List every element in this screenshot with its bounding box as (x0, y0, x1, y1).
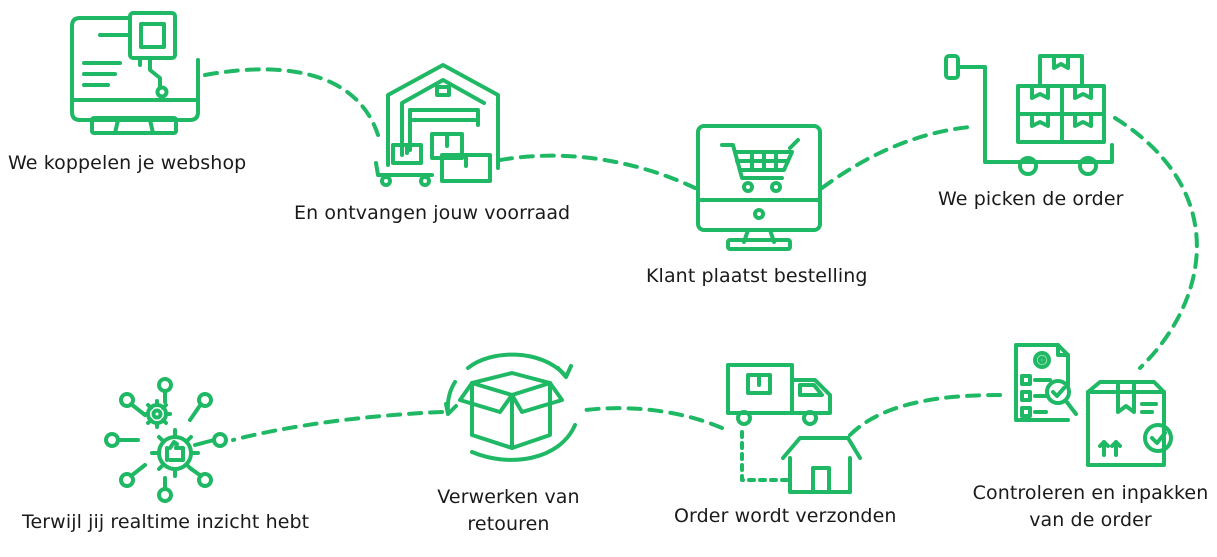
step-label-inzicht: Terwijl jij realtime inzicht hebt (22, 511, 310, 533)
connector-bestelling-picken (820, 125, 972, 190)
gear-network-icon (104, 377, 228, 503)
step-label-picken: We picken de order (938, 188, 1124, 210)
shopping-cart-monitor-icon (696, 124, 822, 251)
step-label-inpakken: Controleren en inpakken van de order (968, 480, 1213, 534)
connector-retouren-inzicht (231, 410, 444, 442)
delivery-truck-house-icon (726, 363, 862, 494)
connector-lines (203, 67, 1199, 442)
step-label-retouren: Verwerken van retouren (426, 484, 591, 538)
connector-webshop-voorraad (203, 67, 380, 137)
warehouse-icon (374, 63, 500, 187)
connector-picken-inpakken (1113, 116, 1199, 370)
step-label-inpakken-line2: van de order (1029, 509, 1152, 531)
connector-inpakken-verzonden (848, 393, 1002, 437)
connector-verzonden-retouren (583, 406, 724, 430)
hand-truck-boxes-icon (944, 54, 1114, 176)
step-label-retouren-line1: Verwerken van (437, 486, 580, 508)
step-label-webshop: We koppelen je webshop (8, 152, 247, 174)
step-label-bestelling: Klant plaatst bestelling (646, 265, 868, 287)
step-label-retouren-line2: retouren (467, 513, 550, 535)
step-label-verzonden: Order wordt verzonden (674, 505, 897, 527)
step-label-voorraad: En ontvangen jouw voorraad (294, 202, 571, 224)
computer-chip-icon (70, 11, 200, 135)
connector-voorraad-bestelling (498, 153, 697, 190)
step-label-inpakken-line1: Controleren en inpakken (972, 482, 1209, 504)
checklist-package-icon (1014, 343, 1173, 467)
return-box-icon (444, 352, 577, 462)
